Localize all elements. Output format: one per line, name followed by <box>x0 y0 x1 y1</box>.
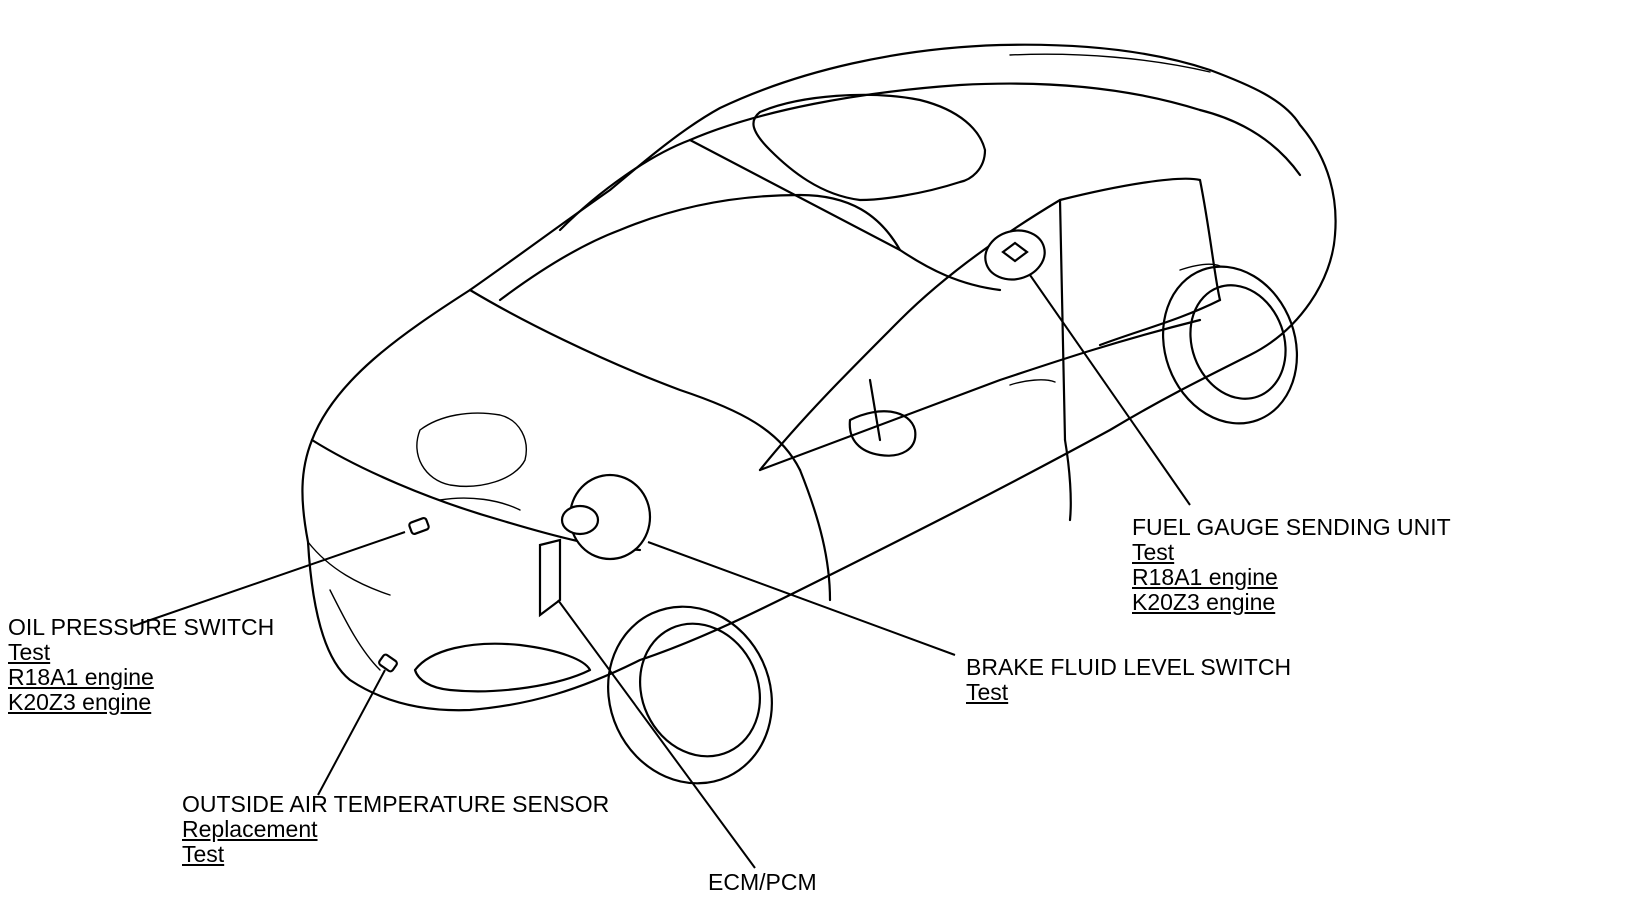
outside-air-temp-sensor-callout: OUTSIDE AIR TEMPERATURE SENSOR Replaceme… <box>182 792 609 867</box>
leader-lines <box>132 274 1191 869</box>
oil-pressure-switch-icon <box>408 517 430 535</box>
fuel-gauge-sending-unit-test-link[interactable]: Test <box>1132 539 1175 565</box>
fuel-gauge-sending-unit-icon <box>984 229 1046 281</box>
fuel-gauge-sending-unit-callout: FUEL GAUGE SENDING UNIT Test R18A1 engin… <box>1132 515 1451 615</box>
oil-pressure-switch-test-link[interactable]: Test <box>8 639 51 665</box>
outside-air-temp-sensor-icon <box>378 653 398 673</box>
brake-fluid-level-switch-callout: BRAKE FLUID LEVEL SWITCH Test <box>966 655 1291 705</box>
car-body <box>301 43 1337 785</box>
ecm-pcm-icon <box>538 538 562 618</box>
outside-air-temp-sensor-title: OUTSIDE AIR TEMPERATURE SENSOR <box>182 791 610 817</box>
ecm-pcm-title: ECM/PCM <box>708 869 817 895</box>
outside-air-temp-sensor-test-link[interactable]: Test <box>182 841 225 867</box>
brake-fluid-reservoir-icon <box>560 473 652 561</box>
brake-fluid-level-switch-title: BRAKE FLUID LEVEL SWITCH <box>966 654 1292 680</box>
brake-fluid-level-switch-test-link[interactable]: Test <box>966 679 1009 705</box>
fuel-gauge-sending-unit-title: FUEL GAUGE SENDING UNIT <box>1132 514 1451 540</box>
fuel-gauge-sending-unit-r18a1-link[interactable]: R18A1 engine <box>1132 564 1278 590</box>
outside-air-temp-sensor-replacement-link[interactable]: Replacement <box>182 816 318 842</box>
ecm-pcm-callout: ECM/PCM <box>708 870 817 895</box>
oil-pressure-switch-r18a1-link[interactable]: R18A1 engine <box>8 664 154 690</box>
oil-pressure-switch-k20z3-link[interactable]: K20Z3 engine <box>8 689 152 715</box>
fuel-gauge-sending-unit-k20z3-link[interactable]: K20Z3 engine <box>1132 589 1276 615</box>
oil-pressure-switch-title: OIL PRESSURE SWITCH <box>8 614 275 640</box>
oil-pressure-switch-callout: OIL PRESSURE SWITCH Test R18A1 engine K2… <box>8 615 274 715</box>
